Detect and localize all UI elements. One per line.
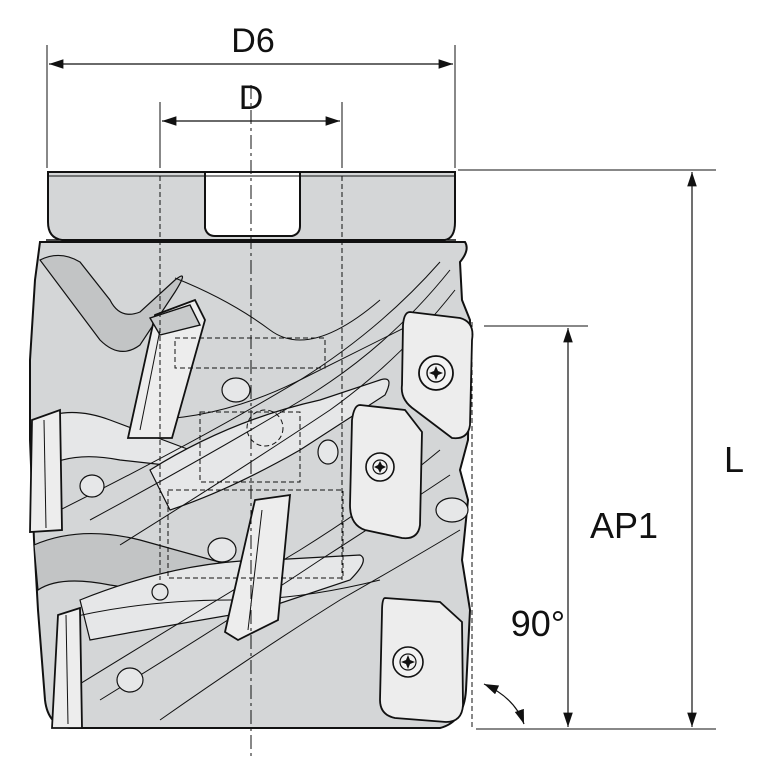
- insert-low-left: [51, 606, 83, 729]
- d-label: D: [239, 79, 264, 117]
- dimension-ap1: AP1: [484, 325, 658, 727]
- hidden-lines: [159, 176, 473, 728]
- ap1-label: AP1: [590, 505, 658, 546]
- flute-4: [149, 378, 390, 511]
- insert-bottom-right: [379, 597, 464, 723]
- dimension-l: L: [458, 169, 744, 730]
- d6-label: D6: [231, 22, 274, 60]
- l-label: L: [724, 439, 744, 480]
- insert-mid-left: [29, 408, 63, 533]
- insert-mid-right: [349, 404, 423, 540]
- coolant-holes: [79, 377, 469, 693]
- dimension-d6: D6: [46, 22, 456, 168]
- insert-top-left: [126, 298, 206, 439]
- dimension-d: D: [159, 79, 343, 168]
- insert-top-right: [400, 311, 474, 440]
- angle-label: 90°: [511, 603, 565, 644]
- insert-center: [223, 493, 292, 642]
- cutter-body: [29, 85, 474, 760]
- flute-1: [39, 254, 184, 352]
- dimension-angle: 90°: [483, 603, 565, 725]
